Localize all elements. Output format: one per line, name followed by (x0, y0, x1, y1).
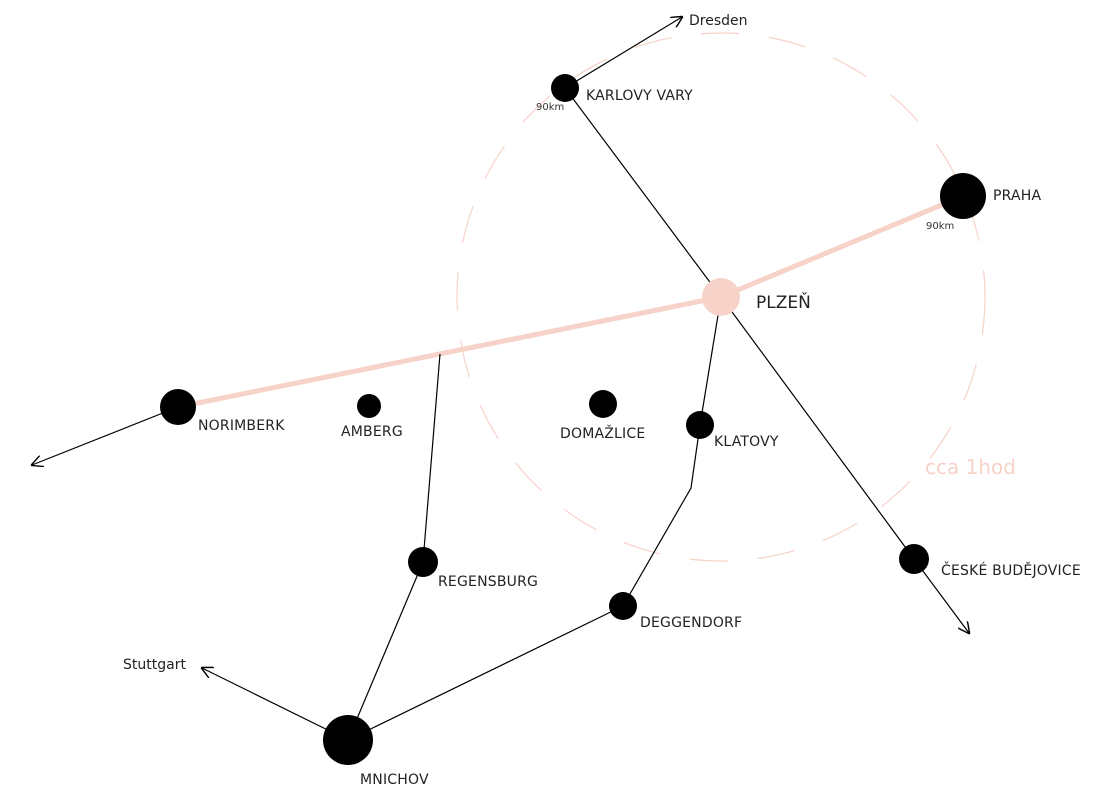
route-plzen-norimberk (175, 294, 724, 410)
city-label-norimberk: NORIMBERK (198, 418, 285, 434)
city-label-klatovy: KLATOVY (714, 434, 779, 450)
radius-label: cca 1hod (925, 455, 1016, 479)
one-hour-radius-circle (456, 32, 986, 562)
distance-label-karlovy-vary: 90km (536, 102, 564, 113)
route-karlovy-vary-dresden (564, 17, 682, 89)
city-label-deggendorf: DEGGENDORF (640, 615, 742, 631)
route-klatovy-deggendorf (622, 424, 701, 607)
city-node-mnichov (323, 715, 373, 765)
city-label-ceske-budejovice: ČESKÉ BUDĚJOVICE (941, 561, 1081, 579)
city-label-plzen: PLZEŇ (756, 291, 811, 313)
city-node-ceske-budejovice (899, 544, 929, 574)
city-label-mnichov: MNICHOV (360, 772, 429, 785)
route-plzen-ceske-budejovice (720, 296, 915, 560)
route-deggendorf-mnichov (347, 605, 624, 741)
city-node-deggendorf (609, 592, 637, 620)
city-label-praha: PRAHA (993, 188, 1042, 204)
city-node-amberg (357, 394, 381, 418)
city-node-klatovy (686, 411, 714, 439)
city-label-regensburg: REGENSBURG (438, 574, 538, 590)
city-label-amberg: AMBERG (341, 424, 403, 440)
distance-label-praha: 90km (926, 221, 954, 232)
city-node-domazlice (589, 390, 617, 418)
destination-label-stuttgart: Stuttgart (123, 657, 186, 673)
city-node-karlovy-vary (551, 74, 579, 102)
city-label-karlovy-vary: KARLOVY VARY (586, 88, 693, 104)
destination-label-dresden: Dresden (689, 13, 748, 29)
route-regensburg-mnichov (347, 561, 424, 741)
route-norimberk-regensburg (422, 353, 441, 563)
city-node-norimberk (160, 389, 196, 425)
route-plzen-praha (718, 193, 966, 300)
city-node-praha (940, 173, 986, 219)
route-plzen-klatovy (699, 296, 722, 426)
route-norimberk-extension (32, 406, 179, 465)
route-plzen-karlovy-vary (564, 87, 722, 298)
city-node-regensburg (408, 547, 438, 577)
route-ceske-budejovice-extension (913, 558, 969, 633)
route-mnichov-stuttgart (202, 668, 349, 741)
city-label-domazlice: DOMAŽLICE (560, 424, 645, 442)
city-node-plzen (702, 278, 740, 316)
